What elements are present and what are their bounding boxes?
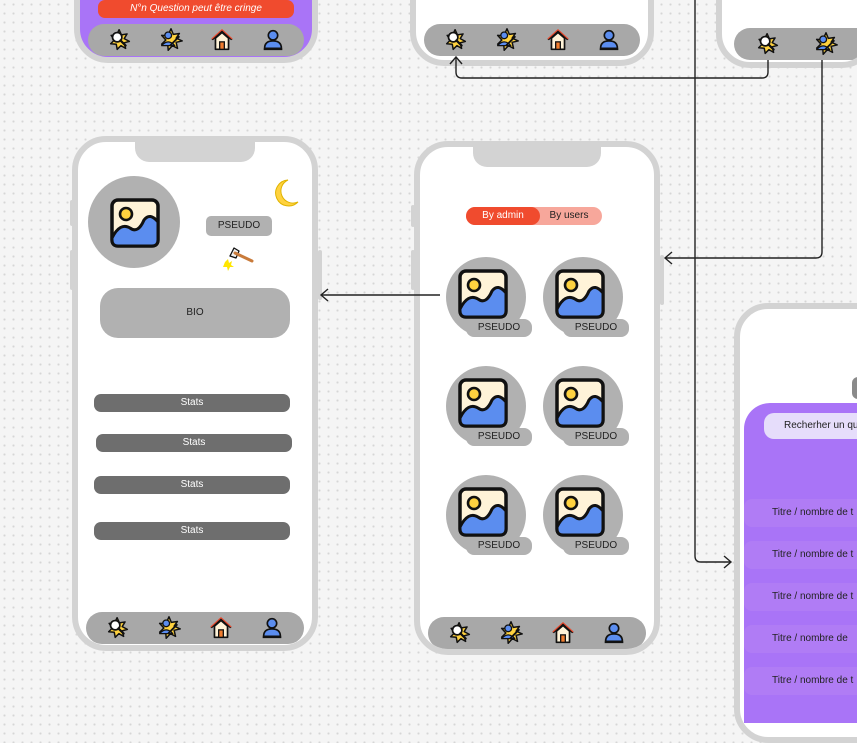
image-placeholder-icon (555, 378, 605, 428)
status-chip (852, 377, 857, 399)
edit-profile-icon[interactable] (157, 26, 185, 54)
bottom-navbar (428, 617, 646, 649)
bottom-navbar (734, 28, 857, 60)
phone-notch (473, 147, 601, 167)
bio-box[interactable]: BIO (100, 288, 290, 338)
pseudo-label: PSEUDO (563, 319, 629, 337)
image-placeholder-icon (458, 487, 508, 537)
bottom-navbar (424, 24, 640, 56)
user-card[interactable]: PSEUDO (539, 257, 635, 353)
side-button (660, 255, 664, 305)
tab-by-users[interactable]: By users (549, 210, 589, 221)
search-icon[interactable] (442, 26, 470, 54)
user-card[interactable]: PSEUDO (442, 366, 538, 462)
edit-profile-icon[interactable] (812, 30, 840, 58)
side-button (411, 250, 415, 290)
image-placeholder-icon (555, 487, 605, 537)
pseudo-label: PSEUDO (206, 216, 272, 236)
list-item[interactable]: Titre / nombre de t (744, 583, 857, 611)
list-item[interactable]: Titre / nombre de (744, 625, 857, 653)
search-icon[interactable] (446, 619, 474, 647)
arrow-profile-head (319, 288, 329, 302)
pseudo-label: PSEUDO (563, 428, 629, 446)
user-icon[interactable] (258, 614, 286, 642)
pseudo-label: PSEUDO (466, 319, 532, 337)
user-card[interactable]: PSEUDO (442, 475, 538, 571)
stats-bar: Stats (94, 522, 290, 540)
home-icon[interactable] (549, 619, 577, 647)
tab-by-admin[interactable]: By admin (466, 207, 540, 225)
image-placeholder-icon (555, 269, 605, 319)
list-item[interactable]: Titre / nombre de t (744, 499, 857, 527)
side-button (70, 200, 74, 226)
edit-profile-icon[interactable] (493, 26, 521, 54)
side-button (318, 250, 322, 300)
list-item[interactable]: Titre / nombre de t (744, 667, 857, 695)
purple-panel: Recherher un qu Titre / nombre de t Titr… (744, 403, 857, 723)
user-card[interactable]: PSEUDO (442, 257, 538, 353)
stats-bar: Stats (94, 394, 290, 412)
search-icon[interactable] (754, 30, 782, 58)
search-icon[interactable] (104, 614, 132, 642)
bottom-navbar (86, 612, 304, 644)
user-card[interactable]: PSEUDO (539, 475, 635, 571)
stats-bar: Stats (96, 434, 292, 452)
bottom-navbar (88, 24, 304, 56)
image-placeholder-icon (458, 378, 508, 428)
phone-users: By admin By users PSEUDO PSEUDO PSEUDO P… (414, 141, 660, 655)
phone-notch (135, 142, 255, 162)
phone-search: Recherher un qu Titre / nombre de t Titr… (734, 303, 857, 743)
arrow-users-head (663, 251, 673, 265)
arrow-vertical-to-search (694, 0, 730, 563)
home-icon[interactable] (208, 26, 236, 54)
home-icon[interactable] (544, 26, 572, 54)
arrow-search-head (723, 555, 733, 569)
image-placeholder-icon (110, 198, 160, 248)
moon-icon[interactable] (274, 178, 300, 208)
pseudo-label: PSEUDO (563, 537, 629, 555)
phone-top-right (716, 0, 857, 68)
phone-top-middle (410, 0, 654, 66)
user-card[interactable]: PSEUDO (539, 366, 635, 462)
user-icon[interactable] (259, 26, 287, 54)
question-banner: N°n Question peut être cringe (98, 0, 294, 18)
avatar[interactable] (88, 176, 180, 268)
arrow-to-users (666, 60, 823, 259)
pseudo-label: PSEUDO (466, 537, 532, 555)
tab-switch: By admin By users (466, 207, 602, 225)
side-button (70, 250, 74, 290)
edit-profile-icon[interactable] (497, 619, 525, 647)
phone-profile: PSEUDO BIO Stats Stats Stats Stats (72, 136, 318, 651)
stats-bar: Stats (94, 476, 290, 494)
search-icon[interactable] (106, 26, 134, 54)
user-icon[interactable] (595, 26, 623, 54)
search-input[interactable]: Recherher un qu (764, 413, 857, 439)
pseudo-label: PSEUDO (466, 428, 532, 446)
user-icon[interactable] (600, 619, 628, 647)
image-placeholder-icon (458, 269, 508, 319)
home-icon[interactable] (207, 614, 235, 642)
side-button (411, 205, 415, 227)
hammer-icon[interactable] (222, 242, 256, 272)
edit-profile-icon[interactable] (155, 614, 183, 642)
phone-top-left: N°n Question peut être cringe (74, 0, 318, 63)
list-item[interactable]: Titre / nombre de t (744, 541, 857, 569)
